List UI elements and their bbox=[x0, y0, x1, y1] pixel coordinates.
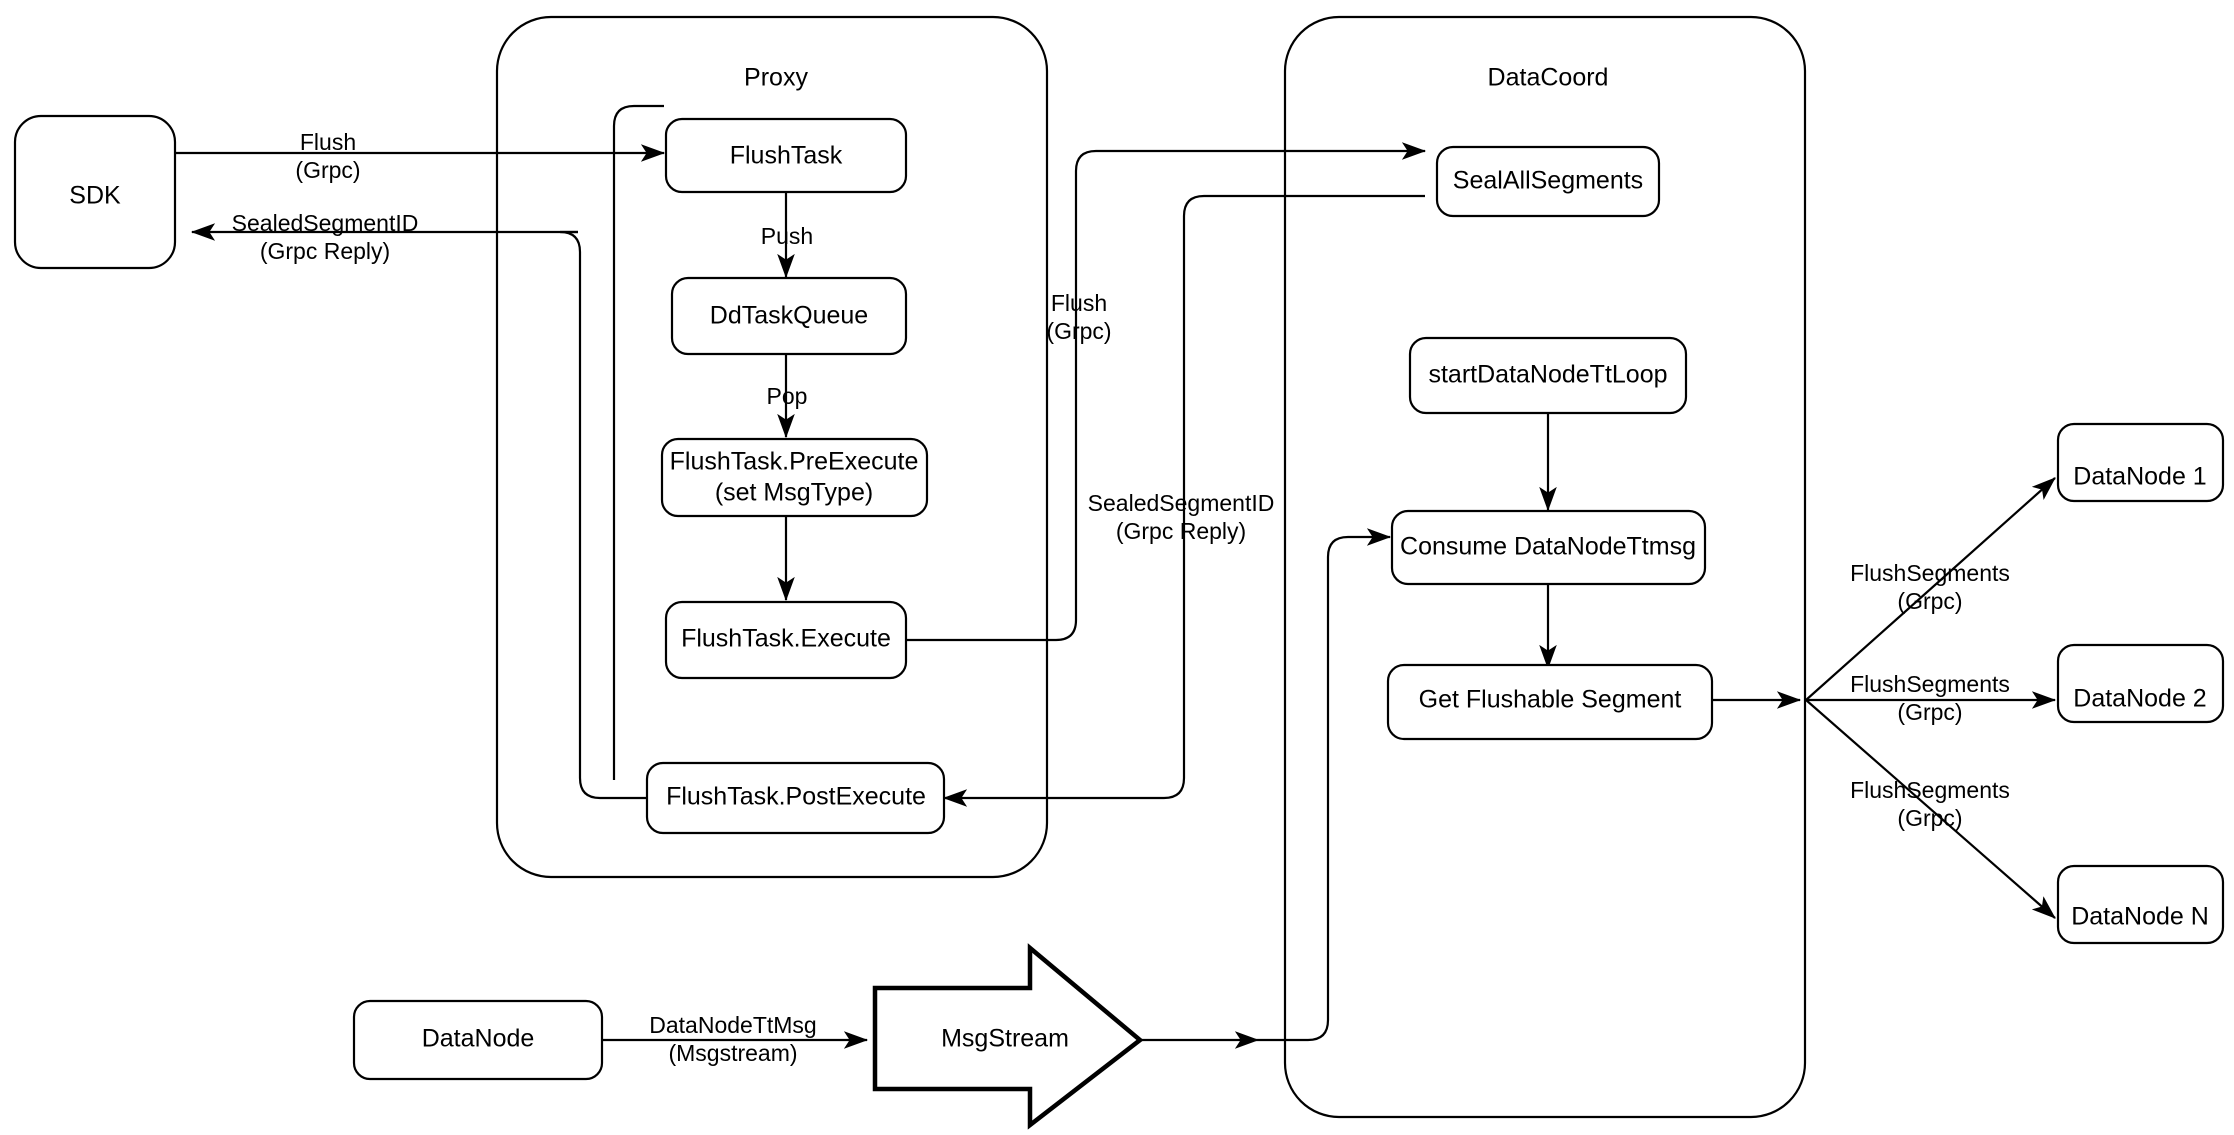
node-start-datanode-tt-loop-label: startDataNodeTtLoop bbox=[1428, 361, 1667, 389]
edge-proxy-to-datacoord-line bbox=[906, 142, 1427, 642]
node-datanode-2[interactable]: DataNode 2 bbox=[2056, 643, 2225, 724]
edge-label-fs1-line2: (Grpc) bbox=[1897, 588, 1962, 614]
proxy-group-label: Proxy bbox=[744, 64, 808, 92]
edge-label-pop: Pop bbox=[767, 383, 808, 409]
edge-datacoord-to-proxy-line bbox=[942, 194, 1425, 807]
edge-label-fs2-line1: FlushSegments bbox=[1850, 671, 2010, 697]
edge-label-proxy-to-datacoord: Flush (Grpc) bbox=[1046, 290, 1111, 344]
edge-label-fsn-line1: FlushSegments bbox=[1850, 777, 2010, 803]
node-consume-datanode-ttmsg[interactable]: Consume DataNodeTtmsg bbox=[1390, 509, 1707, 586]
node-get-flushable-segment-label: Get Flushable Segment bbox=[1419, 686, 1682, 714]
node-pre-execute-label-line2: (set MsgType) bbox=[715, 479, 873, 507]
node-datanode-n-label: DataNode N bbox=[2071, 903, 2209, 931]
edge-label-ttmsg-line2: (Msgstream) bbox=[668, 1040, 797, 1066]
edge-proxy-left-rail bbox=[612, 104, 664, 780]
node-consume-datanode-ttmsg-label: Consume DataNodeTtmsg bbox=[1400, 533, 1696, 561]
edge-label-sealed-line2: (Grpc Reply) bbox=[260, 238, 390, 264]
node-execute-label: FlushTask.Execute bbox=[681, 625, 891, 653]
edge-label-flush-line1: Flush bbox=[300, 129, 356, 155]
node-post-execute[interactable]: FlushTask.PostExecute bbox=[645, 761, 946, 835]
edge-label-fs1-line1: FlushSegments bbox=[1850, 560, 2010, 586]
edge-label-ttmsg-line1: DataNodeTtMsg bbox=[649, 1012, 816, 1038]
node-datanode-bottom-label: DataNode bbox=[422, 1025, 535, 1053]
edge-label-push-text: Push bbox=[761, 223, 813, 249]
edge-label-flush-segments-n: FlushSegments (Grpc) bbox=[1850, 777, 2010, 831]
node-datanode-bottom[interactable]: DataNode bbox=[352, 999, 604, 1081]
node-datanode-1-label: DataNode 1 bbox=[2073, 463, 2206, 491]
edge-label-proxy-to-sdk: SealedSegmentID (Grpc Reply) bbox=[232, 210, 419, 264]
edge-datacoord-internal-consume-line bbox=[1258, 528, 1392, 1042]
node-post-execute-label: FlushTask.PostExecute bbox=[666, 783, 926, 811]
edge-hub-to-datanode1-line bbox=[1805, 477, 2056, 701]
node-flush-task-label: FlushTask bbox=[730, 142, 843, 170]
edge-label-push: Push bbox=[761, 223, 813, 249]
edge-label-flush-line2: (Grpc) bbox=[295, 157, 360, 183]
node-execute[interactable]: FlushTask.Execute bbox=[664, 600, 908, 680]
node-seal-all-segments[interactable]: SealAllSegments bbox=[1435, 145, 1661, 218]
edge-label-sealed-line1: SealedSegmentID bbox=[232, 210, 419, 236]
node-dd-task-queue-label: DdTaskQueue bbox=[710, 302, 868, 330]
edge-label-fsn-line2: (Grpc) bbox=[1897, 805, 1962, 831]
node-start-datanode-tt-loop[interactable]: startDataNodeTtLoop bbox=[1408, 336, 1688, 415]
edge-label-datacoord-to-proxy: SealedSegmentID (Grpc Reply) bbox=[1088, 490, 1275, 544]
edge-hub-to-datanoden-line bbox=[1805, 699, 2056, 919]
node-msgstream-label: MsgStream bbox=[941, 1025, 1069, 1053]
node-get-flushable-segment[interactable]: Get Flushable Segment bbox=[1386, 663, 1714, 741]
node-msgstream[interactable]: MsgStream bbox=[872, 943, 1144, 1130]
edge-label-flush-grpc-line1: Flush bbox=[1051, 290, 1107, 316]
node-dd-task-queue[interactable]: DdTaskQueue bbox=[670, 276, 908, 356]
edge-label-flush-grpc-line2: (Grpc) bbox=[1046, 318, 1111, 344]
node-pre-execute[interactable]: FlushTask.PreExecute (set MsgType) bbox=[660, 437, 929, 518]
node-datanode-n[interactable]: DataNode N bbox=[2056, 864, 2225, 945]
datacoord-group-label: DataCoord bbox=[1488, 64, 1609, 92]
node-sdk-label: SDK bbox=[69, 182, 121, 210]
edge-label-flush-segments-1: FlushSegments (Grpc) bbox=[1850, 560, 2010, 614]
node-pre-execute-label-line1: FlushTask.PreExecute bbox=[670, 448, 919, 476]
edge-label-sdk-to-proxy: Flush (Grpc) bbox=[295, 129, 360, 183]
node-seal-all-segments-label: SealAllSegments bbox=[1453, 167, 1643, 195]
edge-label-sealed-grpc-line2: (Grpc Reply) bbox=[1116, 518, 1246, 544]
node-flush-task[interactable]: FlushTask bbox=[664, 117, 908, 194]
edge-postexecute-to-sdk-path bbox=[559, 230, 647, 800]
edge-label-datanode-ttmsg: DataNodeTtMsg (Msgstream) bbox=[649, 1012, 816, 1066]
node-datanode-2-label: DataNode 2 bbox=[2073, 685, 2206, 713]
edge-label-sealed-grpc-line1: SealedSegmentID bbox=[1088, 490, 1275, 516]
edge-label-pop-text: Pop bbox=[767, 383, 808, 409]
edge-label-fs2-line2: (Grpc) bbox=[1897, 699, 1962, 725]
node-sdk[interactable]: SDK bbox=[13, 114, 177, 270]
edge-label-flush-segments-2: FlushSegments (Grpc) bbox=[1850, 671, 2010, 725]
node-datanode-1[interactable]: DataNode 1 bbox=[2056, 422, 2225, 503]
